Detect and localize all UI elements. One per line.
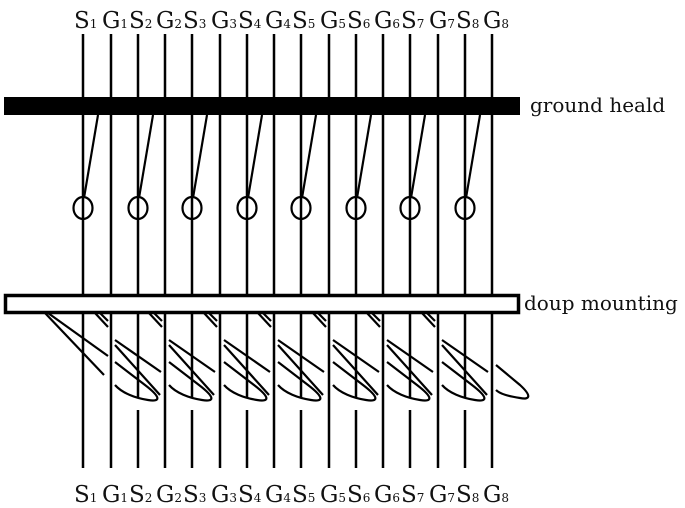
thread-label-s3: S3 (183, 482, 206, 508)
thread-label-s1: S1 (74, 8, 97, 34)
thread-label-s2: S2 (129, 8, 152, 34)
doup-loop-s1 (44, 312, 109, 376)
heald-link (409, 114, 427, 199)
doup-loop-s4 (203, 312, 271, 402)
heald-eye-icon (236, 195, 258, 221)
doup-loops (44, 312, 530, 402)
doup-loop-s2 (94, 312, 162, 402)
thread-label-g2: G2 (156, 8, 182, 34)
thread-label-s6: S6 (347, 8, 370, 34)
ground-heald-label: ground heald (530, 93, 665, 117)
thread-label-g8: G8 (483, 482, 509, 508)
thread-label-g5: G5 (320, 482, 346, 508)
heald-link (82, 114, 100, 199)
thread-label-g4: G4 (265, 482, 291, 508)
thread-label-g7: G7 (429, 8, 455, 34)
thread-label-g4: G4 (265, 8, 291, 34)
doup-loop-s8 (421, 312, 489, 402)
thread-label-s5: S5 (292, 8, 315, 34)
heald-link (464, 114, 482, 199)
thread-label-s2: S2 (129, 482, 152, 508)
thread-label-s7: S7 (401, 8, 424, 34)
thread-label-s4: S4 (238, 8, 262, 34)
doup-mounting-label: doup mounting (524, 291, 678, 315)
heald-eye-icon (127, 195, 149, 221)
doup-loop-s7 (366, 312, 434, 402)
heald-link (191, 114, 209, 199)
thread-label-s1: S1 (74, 482, 97, 508)
ground-heald-bar (4, 97, 520, 115)
heald-link (137, 114, 155, 199)
heald-eye-icon (72, 195, 94, 221)
thread-label-s6: S6 (347, 482, 370, 508)
heald-eye-icon (399, 195, 421, 221)
heald-link (300, 114, 318, 199)
thread-label-s3: S3 (183, 8, 206, 34)
heald-eye-icon (181, 195, 203, 221)
doup-loop-s3 (148, 312, 216, 402)
heald-link (246, 114, 264, 199)
doup-loop-s6 (312, 312, 380, 402)
thread-label-g1: G1 (102, 8, 128, 34)
doup-loop-s5 (257, 312, 325, 402)
thread-label-s8: S8 (456, 8, 479, 34)
heald-eye-links (72, 114, 482, 221)
heald-eye-icon (454, 195, 476, 221)
thread-label-g8: G8 (483, 8, 509, 34)
thread-label-s8: S8 (456, 482, 479, 508)
thread-label-s5: S5 (292, 482, 315, 508)
thread-label-g6: G6 (374, 482, 400, 508)
thread-label-g7: G7 (429, 482, 455, 508)
thread-label-g3: G3 (211, 8, 237, 34)
thread-label-g2: G2 (156, 482, 182, 508)
heald-eye-icon (345, 195, 367, 221)
doup-mounting-bar (3, 293, 521, 315)
thread-label-g5: G5 (320, 8, 346, 34)
thread-label-g1: G1 (102, 482, 128, 508)
thread-label-s7: S7 (401, 482, 424, 508)
heald-link (355, 114, 373, 199)
doup-loop-tail (495, 364, 530, 400)
thread-label-g3: G3 (211, 482, 237, 508)
thread-label-g6: G6 (374, 8, 400, 34)
thread-label-s4: S4 (238, 482, 262, 508)
heald-eye-icon (290, 195, 312, 221)
